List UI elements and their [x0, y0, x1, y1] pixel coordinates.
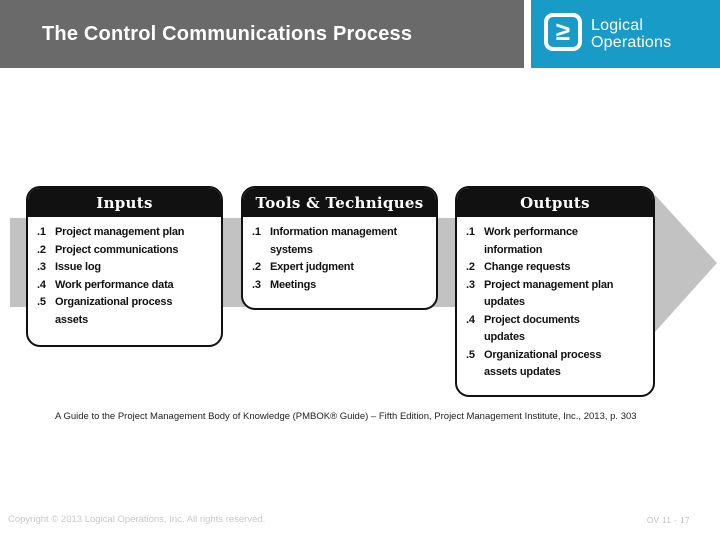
header-bar: The Control Communications Process — [0, 0, 524, 68]
inputs-box-header: Inputs — [28, 188, 221, 217]
footer-page-number: OV 11 - 17 — [646, 516, 690, 525]
list-item: .2 Project communications — [37, 243, 179, 256]
list-item: .1 Information management systems — [252, 226, 398, 256]
list-item: .3 Meetings — [252, 278, 317, 291]
outputs-box: Outputs .1 Work performance information … — [455, 186, 655, 397]
greater-equal-icon: ≥ — [555, 16, 571, 46]
list-item: .2 Change requests — [466, 261, 571, 273]
inputs-box-body: .1 Project management plan .2 Project co… — [28, 217, 221, 329]
list-item: .2 Expert judgment — [252, 261, 354, 273]
list-item: .1 Project management plan — [37, 226, 185, 238]
tools-techniques-box: Tools & Techniques .1 Information manage… — [241, 186, 438, 310]
list-item: .5 Organizational process assets updates — [466, 348, 602, 379]
logo-line2: Operations — [591, 34, 672, 51]
footer-copyright: Copyright © 2013 Logical Operations, Inc… — [8, 514, 266, 525]
logo: ≥ Logical Operations — [531, 0, 720, 68]
inputs-box: Inputs .1 Project management plan .2 Pro… — [26, 186, 223, 347]
logo-text: Logical Operations — [591, 17, 671, 51]
logical-operations-logo-icon: ≥ — [544, 13, 582, 51]
list-item: .5 Organizational process assets — [37, 296, 173, 326]
citation-text: A Guide to the Project Management Body o… — [55, 411, 637, 422]
list-item: .1 Work performance information — [466, 226, 578, 256]
outputs-box-body: .1 Work performance information .2 Chang… — [457, 217, 653, 382]
list-item: .3 Project management plan updates — [466, 278, 614, 309]
tools-techniques-box-header: Tools & Techniques — [243, 188, 436, 217]
list-item: .4 Project documents updates — [466, 313, 580, 344]
page-title: The Control Communications Process — [42, 22, 413, 45]
list-item: .4 Work performance data — [37, 278, 174, 291]
outputs-box-header: Outputs — [457, 188, 653, 217]
list-item: .3 Issue log — [37, 261, 101, 273]
tools-techniques-box-body: .1 Information management systems .2 Exp… — [243, 217, 436, 294]
logo-line1: Logical — [591, 17, 644, 34]
